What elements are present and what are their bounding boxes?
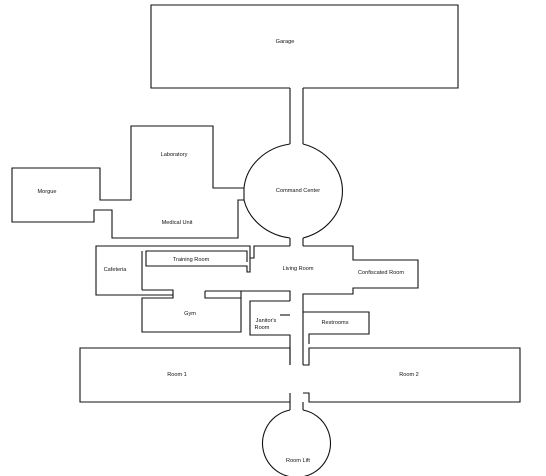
room-lift[interactable] bbox=[261, 409, 332, 476]
garage-room[interactable] bbox=[150, 4, 459, 89]
gym-label: Gym bbox=[184, 311, 196, 317]
command-center-label: Command Center bbox=[276, 188, 320, 194]
living-room-label: Living Room bbox=[282, 266, 313, 272]
garage-corridor bbox=[289, 88, 304, 144]
confiscated-room-label: Confiscated Room bbox=[358, 270, 404, 276]
medical-unit-label: Medical Unit bbox=[162, 220, 193, 226]
janitors-room-label-line2: Room bbox=[255, 325, 270, 331]
gym-room[interactable] bbox=[141, 295, 242, 333]
garage-label: Garage bbox=[276, 39, 295, 45]
restrooms-label: Restrooms bbox=[321, 320, 348, 326]
room-lift-label: Room Lift bbox=[286, 458, 310, 464]
command-living-corridor bbox=[289, 238, 304, 246]
room-2[interactable] bbox=[303, 347, 521, 403]
cafeteria-label: Cafeteria bbox=[104, 267, 128, 273]
command-center-room[interactable] bbox=[243, 143, 343, 239]
room-1[interactable] bbox=[79, 347, 291, 403]
laboratory-medical-block[interactable] bbox=[100, 125, 244, 239]
room-2-label: Room 2 bbox=[399, 372, 419, 378]
morgue-room[interactable] bbox=[11, 167, 112, 223]
laboratory-label: Laboratory bbox=[161, 152, 188, 158]
janitors-room[interactable] bbox=[249, 300, 291, 365]
room-1-label: Room 1 bbox=[167, 372, 187, 378]
lift-corridor bbox=[289, 402, 304, 410]
janitors-room-label-line1: Janitor's bbox=[256, 318, 277, 324]
morgue-label: Morgue bbox=[38, 189, 57, 195]
restrooms-room[interactable] bbox=[302, 293, 370, 365]
training-room-label: Training Room bbox=[173, 257, 210, 263]
